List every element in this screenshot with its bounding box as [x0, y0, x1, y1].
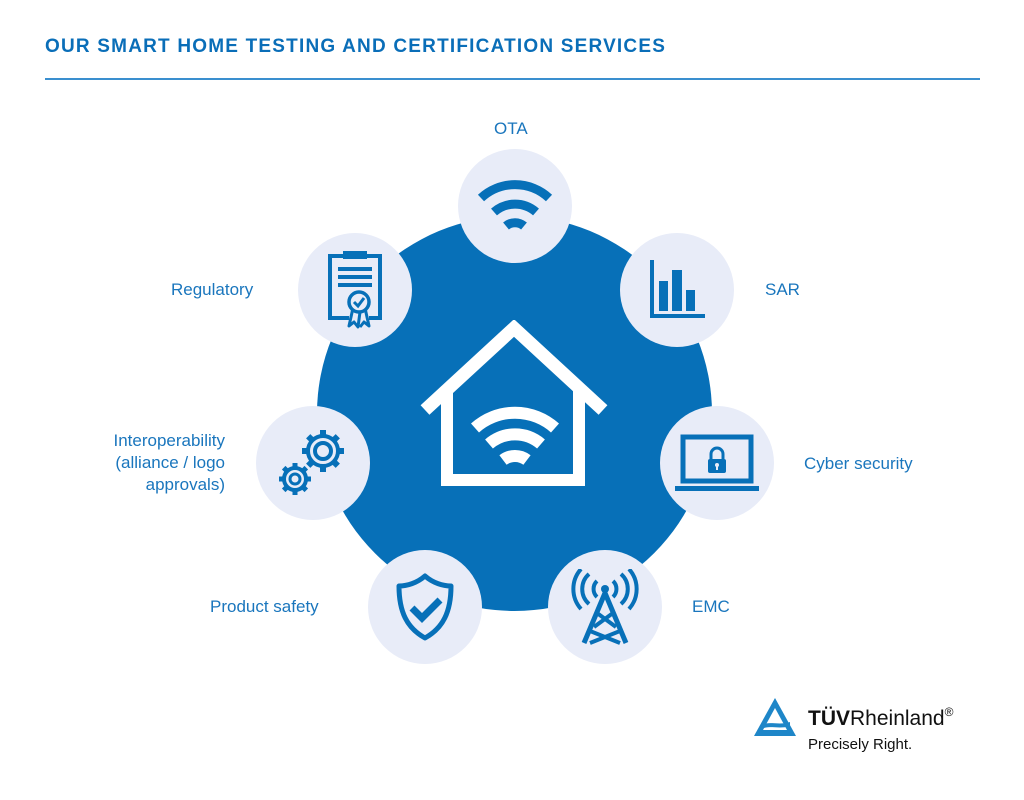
certificate-clipboard-icon	[328, 251, 382, 329]
antenna-tower-icon	[571, 569, 639, 645]
label-interoperability: Interoperability (alliance / logo approv…	[113, 431, 225, 494]
cyber-circle	[660, 406, 774, 520]
page-title: OUR SMART HOME TESTING AND CERTIFICATION…	[45, 36, 667, 57]
safety-circle	[368, 550, 482, 664]
label-product-safety: Product safety	[210, 597, 319, 616]
emc-circle	[548, 550, 662, 664]
wifi-icon	[477, 180, 553, 230]
smart-home-wifi-icon	[417, 319, 613, 497]
brand-tagline: Precisely Right.	[808, 736, 913, 753]
ota-circle	[458, 149, 572, 263]
label-ota: OTA	[494, 119, 528, 138]
label-sar: SAR	[765, 280, 800, 299]
label-emc: EMC	[692, 597, 730, 616]
gears-icon	[279, 430, 344, 495]
regulatory-circle	[298, 233, 412, 347]
sar-circle	[620, 233, 734, 347]
tuv-triangle-logo-icon	[752, 696, 798, 743]
bar-chart-icon	[650, 260, 705, 318]
laptop-lock-icon	[675, 434, 759, 491]
label-regulatory: Regulatory	[171, 280, 254, 299]
interop-circle	[256, 406, 370, 520]
label-cyber-security: Cyber security	[804, 454, 913, 473]
shield-check-icon	[396, 573, 454, 641]
title-divider	[45, 78, 980, 80]
brand-name: TÜVRheinland®	[808, 705, 954, 730]
